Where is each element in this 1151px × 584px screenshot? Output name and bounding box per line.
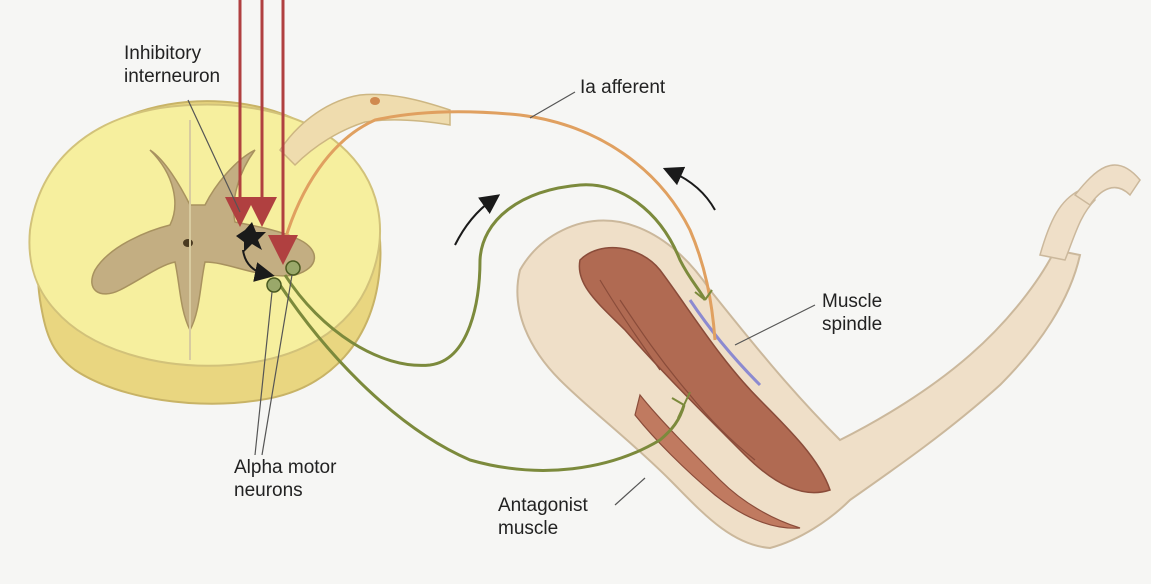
antagonist-muscle-illustration [634,393,801,529]
gray-matter [91,149,316,332]
leader-alpha-motor-1 [254,291,273,456]
label-muscle-spindle: Muscle spindle [822,291,883,335]
biceps-muscle [578,247,831,494]
muscle-spindle-fiber [688,299,762,387]
dorsal-root-ganglion [279,93,451,167]
label-inhibitory-interneuron: Inhibitory interneuron [124,43,221,87]
inhibitory-interneuron-cell [236,222,266,252]
leader-inhibitory-interneuron [187,99,241,213]
central-canal [183,239,193,247]
ia-afferent-fiber [283,110,717,341]
label-antagonist-muscle: Antagonist muscle [498,495,588,539]
motor-fiber-to-antagonist [278,284,686,472]
label-ia-afferent: Ia afferent [580,77,666,98]
leader-alpha-motor-2 [261,274,293,456]
leader-ia-afferent [529,91,576,119]
spinal-cord-cross-section [28,100,382,405]
afferent-direction-arrow [662,166,716,211]
arm-illustration [516,164,1141,550]
leader-antagonist [614,477,646,506]
leader-muscle-spindle [734,304,816,346]
inhibitory-connection-arrow [242,249,275,282]
motor-fiber-to-agonist [283,183,707,367]
motor-endplate-antagonist [671,391,691,419]
label-alpha-motor-neurons: Alpha motor neurons [234,457,337,501]
motor-endplate-agonist [694,289,713,301]
efferent-direction-arrow [454,194,501,246]
